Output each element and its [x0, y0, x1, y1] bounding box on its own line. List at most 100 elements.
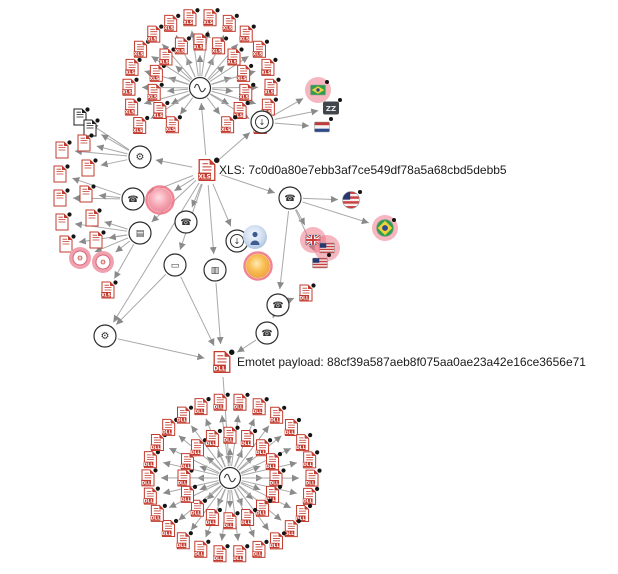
dll-file-node[interactable]: DLL [176, 405, 194, 424]
dll-file-node[interactable]: DLL [223, 511, 240, 530]
xls-file-node[interactable]: XLS [222, 13, 239, 32]
dll-file-node[interactable]: DLL [252, 397, 269, 416]
dll-file-node[interactable]: DLL [205, 428, 222, 447]
xls-file-node[interactable]: XLS [238, 82, 256, 101]
node-top-hub[interactable] [188, 76, 212, 100]
node-blur3[interactable] [243, 251, 273, 281]
xls-file-node[interactable]: XLS [264, 77, 281, 96]
node-emotet[interactable]: DLL [213, 349, 235, 374]
node-phone2[interactable]: ☎ [174, 210, 198, 234]
dll-file-node[interactable]: DLL [143, 486, 160, 505]
xls-hash-label[interactable]: XLS: 7c0d0a80e7ebb3af7ce549df78a5a68cbd5… [219, 163, 507, 177]
node-blackfile2[interactable] [83, 118, 100, 137]
emotet-hash-label[interactable]: Emotet payload: 88cf39a587aeb8f075aa0ae2… [237, 355, 586, 369]
xls-file-node[interactable]: XLS [193, 32, 210, 51]
node-q1[interactable]: ▭ [163, 253, 187, 277]
xls-file-node[interactable]: XLS [211, 36, 229, 55]
xls-file-node[interactable]: XLS [261, 57, 278, 76]
node-phone5[interactable]: ☎ [255, 321, 279, 345]
dll-file-node[interactable]: DLL [284, 519, 301, 538]
xls-file-node[interactable]: XLS [165, 115, 182, 134]
dll-file-node[interactable]: DLL [143, 450, 161, 469]
dll-file-node[interactable]: DLL [180, 484, 198, 503]
node-flag-us3[interactable] [312, 253, 332, 269]
xls-file-node[interactable]: XLS [174, 36, 192, 55]
node-phone1[interactable]: ☎ [121, 187, 145, 211]
dll-file-node[interactable]: DLL [190, 438, 208, 457]
xls-file-node[interactable]: XLS [236, 63, 254, 82]
dll-file-node[interactable]: DLL [240, 507, 258, 527]
node-doc1[interactable]: ▤ [128, 221, 152, 245]
dll-file-node[interactable]: DLL [150, 503, 167, 522]
node-blur2[interactable] [243, 225, 267, 249]
dll-file-node[interactable]: DLL [223, 425, 240, 444]
dll-file-node[interactable]: DLL [295, 503, 313, 523]
dll-file-node[interactable]: DLL [194, 539, 211, 558]
dll-file-node[interactable]: DLL [269, 531, 287, 550]
node-flag-br-top[interactable] [305, 77, 331, 103]
xls-file-node[interactable]: XLS [183, 8, 200, 27]
node-lf1[interactable] [55, 140, 72, 159]
dll-file-node[interactable]: DLL [305, 468, 322, 487]
node-gear1[interactable]: ⚙ [128, 145, 152, 169]
xls-file-node[interactable]: XLS [132, 115, 150, 134]
dll-file-node[interactable]: DLL [284, 417, 302, 437]
xls-file-node[interactable]: XLS [153, 100, 170, 119]
node-lf10[interactable] [89, 230, 106, 249]
node-lf7[interactable] [55, 212, 72, 231]
dll-file-node[interactable]: DLL [269, 405, 287, 424]
dll-file-node[interactable]: DLL [232, 544, 250, 563]
xls-file-node[interactable]: XLS [252, 39, 270, 58]
dll-file-node[interactable]: DLL [177, 468, 194, 487]
xls-file-node[interactable]: XLS [220, 115, 238, 134]
node-flag-us1[interactable] [342, 190, 363, 209]
dll-file-node[interactable]: DLL [295, 433, 313, 452]
dll-file-node[interactable]: DLL [252, 539, 269, 558]
node-flag-zz[interactable]: ZZ [323, 98, 342, 115]
node-bottom-hub[interactable] [218, 466, 242, 490]
node-q2[interactable]: ▥ [203, 258, 227, 282]
node-lf8[interactable] [85, 208, 102, 227]
xls-file-node[interactable]: XLS [227, 47, 244, 66]
dll-file-node[interactable]: DLL [265, 452, 283, 471]
node-phone3[interactable]: ☎ [278, 186, 302, 210]
node-pink2[interactable]: ⚙ [92, 251, 114, 273]
node-dll-side[interactable]: DLL [299, 283, 316, 302]
node-lf6[interactable] [79, 184, 96, 203]
node-phone4[interactable]: ☎ [266, 293, 290, 317]
dll-file-node[interactable]: DLL [269, 468, 286, 487]
node-lf3[interactable] [53, 164, 70, 183]
node-xls-small[interactable]: XLS [101, 280, 118, 299]
xls-file-node[interactable]: XLS [149, 63, 166, 82]
node-lf5[interactable] [53, 188, 70, 207]
dll-file-node[interactable]: DLL [255, 438, 273, 457]
node-flag-nl[interactable] [314, 117, 334, 133]
xls-file-node[interactable]: XLS [124, 97, 142, 116]
node-dl1[interactable]: ↓ [250, 110, 274, 134]
xls-file-node[interactable]: XLS [239, 24, 256, 43]
node-pink1[interactable]: ⚙ [69, 247, 91, 269]
node-gear2[interactable]: ⚙ [93, 324, 117, 348]
xls-file-node[interactable]: XLS [203, 8, 220, 27]
dll-file-node[interactable]: DLL [213, 392, 230, 411]
dll-file-node[interactable]: DLL [240, 428, 258, 447]
dll-file-node[interactable]: DLL [161, 417, 179, 436]
dll-file-node[interactable]: DLL [194, 397, 211, 416]
node-lf9[interactable] [59, 234, 76, 253]
node-flag-br2[interactable] [372, 215, 398, 241]
xls-file-node[interactable]: XLS [233, 100, 250, 119]
dll-file-node[interactable]: DLL [213, 544, 230, 563]
dll-file-node[interactable]: DLL [205, 507, 222, 527]
node-flag-us2[interactable] [314, 235, 340, 261]
dll-file-node[interactable]: DLL [302, 486, 320, 505]
dll-file-node[interactable]: DLL [141, 468, 158, 487]
xls-file-node[interactable]: XLS [146, 24, 164, 43]
xls-file-node[interactable]: XLS [163, 13, 181, 32]
node-blackfile1[interactable] [73, 107, 90, 126]
node-lf4[interactable] [81, 158, 98, 177]
dll-file-node[interactable]: DLL [161, 518, 179, 537]
xls-file-node[interactable]: XLS [125, 57, 142, 76]
xls-file-node[interactable]: XLS [122, 77, 139, 96]
dll-file-node[interactable]: DLL [255, 498, 273, 517]
